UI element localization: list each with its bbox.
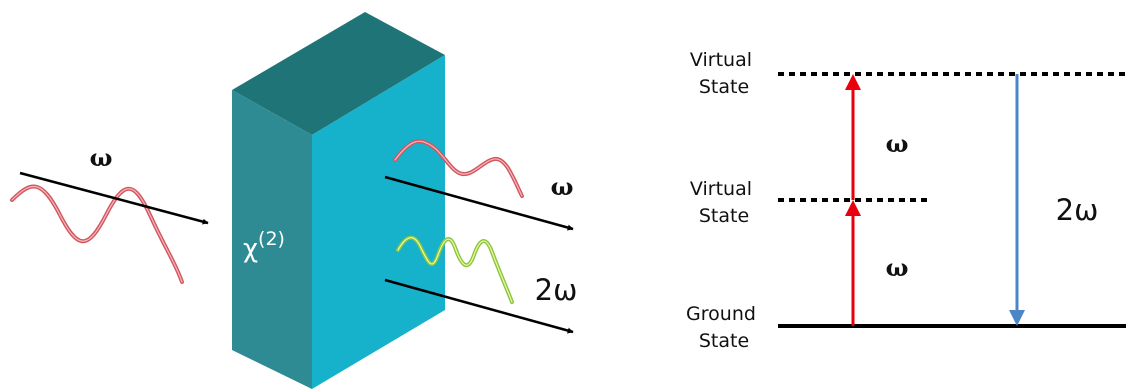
- crystal-block: [232, 12, 445, 389]
- emission-arrow: [1009, 74, 1025, 326]
- emission-frequency-label: 2ω: [1056, 193, 1099, 227]
- crystal-side-face: [312, 55, 445, 389]
- outgoing-harmonic-beam-arrow: [384, 278, 574, 334]
- crystal-top-face: [232, 12, 445, 135]
- outgoing-fundamental-label: ω: [551, 172, 574, 201]
- incoming-beam-arrow: [19, 171, 209, 225]
- lower-virtual-state-label: Virtual State: [690, 178, 758, 227]
- chi2-label: χ(2): [243, 228, 285, 264]
- chi-order: (2): [258, 228, 285, 250]
- crystal-front-face: [232, 90, 312, 389]
- upper-virtual-state-label: Virtual State: [690, 49, 758, 98]
- upper-step-frequency-label: ω: [886, 129, 909, 158]
- energy-level-panel: Virtual State Virtual State Ground State…: [686, 49, 1126, 352]
- outgoing-fundamental-beam-arrow: [384, 175, 574, 231]
- outgoing-harmonic-label: 2ω: [535, 273, 578, 307]
- chi-symbol: χ: [243, 234, 258, 264]
- upper-absorption-arrow: [845, 74, 861, 200]
- lower-absorption-arrow: [845, 200, 861, 326]
- incoming-wave: [10, 184, 184, 284]
- ground-state-label: Ground State: [686, 303, 762, 352]
- lower-step-frequency-label: ω: [886, 253, 909, 282]
- nonlinear-crystal-panel: ω χ(2) ω 2ω: [10, 12, 578, 389]
- incoming-frequency-label: ω: [90, 143, 113, 172]
